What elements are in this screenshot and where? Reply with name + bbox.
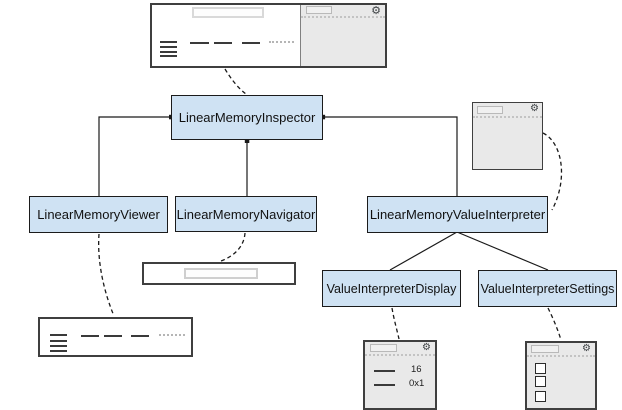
memory-bytes-line	[81, 335, 99, 337]
edge-navigator-navigatormock	[220, 232, 246, 262]
edge-valueinterpreter-settings	[456, 231, 549, 271]
header-divider	[473, 116, 542, 118]
header-input-mock	[370, 344, 397, 352]
node-linear-memory-viewer: LinearMemoryViewer	[29, 196, 168, 233]
hamburger-line	[50, 340, 67, 342]
header-divider	[527, 355, 595, 357]
edge-display-displaymock	[391, 307, 400, 340]
gear-icon: ⚙	[530, 103, 539, 114]
sidebar-input-mock	[306, 6, 332, 14]
edge-valueinterpreter-display	[389, 231, 458, 271]
hamburger-line	[160, 46, 177, 48]
interpreter-ui-mock: ⚙	[472, 102, 543, 170]
memory-ascii-dots	[159, 334, 185, 336]
hamburger-line	[160, 51, 177, 53]
display-ui-mock: ⚙ 16 0x1	[363, 340, 437, 410]
inspector-ui-mock: ⚙	[150, 3, 387, 68]
node-label: ValueInterpreterDisplay	[326, 281, 457, 296]
node-linear-memory-inspector: LinearMemoryInspector	[171, 95, 323, 140]
connector-anchor	[244, 138, 250, 143]
viewer-ui-mock	[38, 317, 193, 357]
edge-viewer-viewermock	[98, 233, 115, 317]
edge-inspector-valueinterpreter	[323, 116, 458, 196]
gear-icon: ⚙	[582, 343, 591, 354]
address-input-mock	[192, 7, 264, 18]
navigator-ui-mock	[142, 262, 296, 285]
sidebar-header-divider	[301, 16, 385, 18]
value-row-line	[374, 370, 395, 372]
edge-interpretermock-valueinterpreter	[542, 132, 563, 211]
node-label: LinearMemoryValueInterpreter	[369, 207, 546, 222]
hamburger-line	[160, 55, 177, 57]
node-linear-memory-value-interpreter: LinearMemoryValueInterpreter	[367, 196, 548, 233]
settings-ui-mock: ⚙	[525, 341, 597, 410]
memory-bytes-line	[242, 42, 260, 44]
memory-bytes-line	[190, 42, 209, 44]
node-value-interpreter-settings: ValueInterpreterSettings	[478, 270, 617, 307]
hamburger-line	[50, 350, 67, 352]
node-label: LinearMemoryViewer	[37, 207, 160, 222]
checkbox-mock	[535, 376, 546, 387]
checkbox-mock	[535, 391, 546, 402]
edge-settings-settingsmock	[547, 307, 562, 341]
node-label: LinearMemoryInspector	[178, 110, 316, 125]
navigator-input-mock	[184, 268, 258, 279]
value-row-line	[374, 384, 395, 386]
value-row-text: 0x1	[409, 378, 425, 389]
value-row-text: 16	[411, 364, 422, 375]
header-input-mock	[477, 106, 503, 114]
node-label: ValueInterpreterSettings	[480, 281, 615, 296]
header-divider	[365, 354, 435, 356]
edge-inspectormock-inspector	[224, 68, 247, 95]
hamburger-line	[50, 345, 67, 347]
hamburger-line	[160, 41, 177, 43]
gear-icon: ⚙	[371, 4, 381, 17]
node-linear-memory-navigator: LinearMemoryNavigator	[175, 196, 317, 232]
node-value-interpreter-display: ValueInterpreterDisplay	[322, 270, 461, 307]
edge-inspector-viewer	[98, 116, 171, 196]
checkbox-mock	[535, 363, 546, 374]
header-input-mock	[531, 345, 559, 353]
hamburger-line	[50, 334, 67, 336]
gear-icon: ⚙	[422, 342, 431, 353]
memory-bytes-line	[131, 335, 149, 337]
memory-bytes-line	[214, 42, 232, 44]
inspector-mock-sidebar: ⚙	[300, 5, 385, 66]
memory-ascii-dots	[269, 41, 294, 43]
node-label: LinearMemoryNavigator	[176, 206, 316, 222]
memory-bytes-line	[104, 335, 122, 337]
